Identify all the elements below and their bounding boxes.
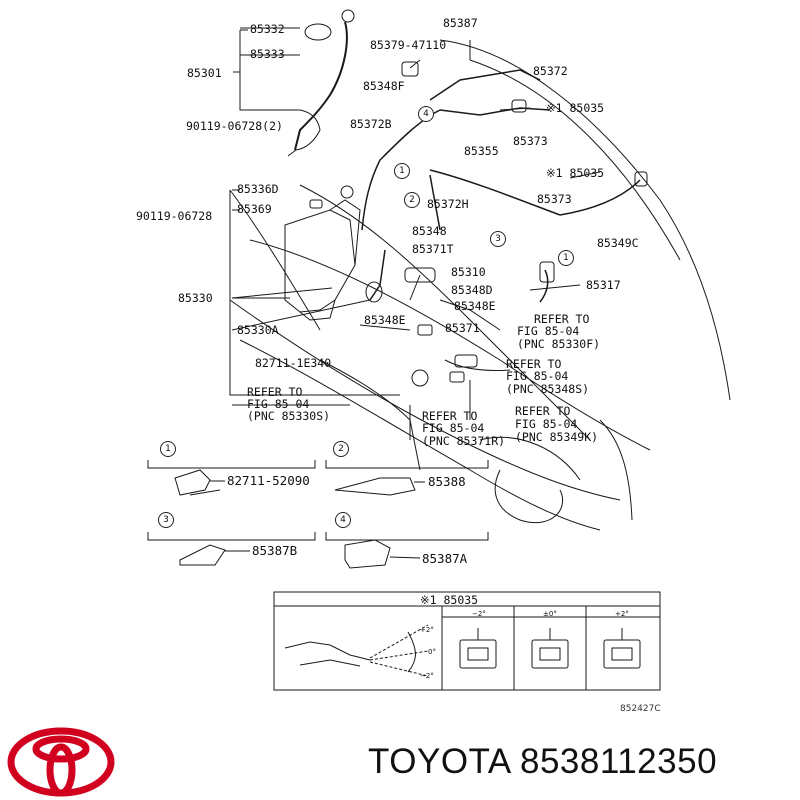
adjust-col-plus: +2° <box>615 610 629 618</box>
refer-s-line-1: REFER TO <box>506 357 562 371</box>
inset-part-85387b: 85387B <box>252 543 298 558</box>
toyota-logo-icon <box>7 727 115 797</box>
refer-f-line-3: (PNC 85330F) <box>517 337 601 351</box>
part-label-82711-1e340: 82711-1E340 <box>255 356 332 370</box>
part-label-85371: 85371 <box>445 321 480 335</box>
part-label-85372b: 85372B <box>350 117 392 131</box>
part-label-85035-b: ※1 85035 <box>546 166 605 180</box>
inset-part-82711-52090: 82711-52090 <box>227 473 310 488</box>
callout-circle-1: 1 <box>394 163 410 179</box>
part-label-85348f: 85348F <box>363 79 405 93</box>
inset-circle-1: 1 <box>160 441 176 457</box>
brand-name: TOYOTA <box>368 742 510 781</box>
part-label-85330a: 85330A <box>237 323 279 337</box>
part-label-85333: 85333 <box>250 47 285 61</box>
refer-f-line-2: FIG 85-04 <box>517 324 580 338</box>
inset-part-85387a: 85387A <box>422 551 468 566</box>
refer-k-line-1: REFER TO <box>515 404 571 418</box>
part-label-85379-47110: 85379-47110 <box>370 38 447 52</box>
inset-circle-2: 2 <box>333 441 349 457</box>
part-label-90119-06728: 90119-06728 <box>136 209 213 223</box>
part-label-85371t: 85371T <box>412 242 454 256</box>
drawing-code: 852427C <box>620 704 661 714</box>
angle-plus: +2° <box>420 626 434 634</box>
part-label-90119-06728-2: 90119-06728(2) <box>186 119 283 133</box>
inset-part-85388: 85388 <box>428 474 466 489</box>
part-label-85310: 85310 <box>451 265 486 279</box>
adjust-table-title: ※1 85035 <box>420 593 479 607</box>
part-label-85372h: 85372H <box>427 197 469 211</box>
part-label-85349c: 85349C <box>597 236 639 250</box>
inset-circle-3: 3 <box>158 512 174 528</box>
part-label-85035-a: ※1 85035 <box>546 101 605 115</box>
part-label-85348d: 85348D <box>451 283 493 297</box>
refer-r-line-3: (PNC 85371R) <box>422 434 506 448</box>
refer-r-line-1: REFER TO <box>422 409 478 423</box>
refer-s-line-3: (PNC 85348S) <box>506 382 590 396</box>
angle-minus: −2° <box>420 672 434 680</box>
part-label-85372: 85372 <box>533 64 568 78</box>
callout-circle-1b: 1 <box>558 250 574 266</box>
refer-s-line-2: FIG 85-04 <box>506 369 569 383</box>
refer-f-line-1: REFER TO <box>534 312 590 326</box>
part-label-85317: 85317 <box>586 278 621 292</box>
part-label-85330: 85330 <box>178 291 213 305</box>
part-label-85373-b: 85373 <box>537 192 572 206</box>
adjust-col-minus: −2° <box>472 610 486 618</box>
angle-zero: 0° <box>428 648 436 656</box>
refer-left-line-1: REFER TO <box>247 385 303 399</box>
part-number: 8538112350 <box>519 742 718 781</box>
part-label-85369: 85369 <box>237 202 272 216</box>
part-label-85336d: 85336D <box>237 182 279 196</box>
part-label-85348e-b: 85348E <box>364 313 406 327</box>
refer-left-line-2: FIG 85-04 <box>247 397 310 411</box>
part-label-85355: 85355 <box>464 144 499 158</box>
part-label-85332: 85332 <box>250 22 285 36</box>
part-label-85348e-a: 85348E <box>454 299 496 313</box>
part-label-85348: 85348 <box>412 224 447 238</box>
part-label-85301: 85301 <box>187 66 222 80</box>
refer-k-line-3: (PNC 85349K) <box>515 430 599 444</box>
refer-left-line-3: (PNC 85330S) <box>247 409 331 423</box>
callout-circle-3: 3 <box>490 231 506 247</box>
inset-circle-4: 4 <box>335 512 351 528</box>
refer-r-line-2: FIG 85-04 <box>422 421 485 435</box>
callout-circle-2: 2 <box>404 192 420 208</box>
brand-and-part-number: TOYOTA 8538112350 <box>368 742 717 782</box>
refer-k-line-2: FIG 85-04 <box>515 417 578 431</box>
callout-circle-4: 4 <box>418 106 434 122</box>
part-label-85373-a: 85373 <box>513 134 548 148</box>
part-label-85387: 85387 <box>443 16 478 30</box>
adjust-col-zero: ±0° <box>543 610 557 618</box>
